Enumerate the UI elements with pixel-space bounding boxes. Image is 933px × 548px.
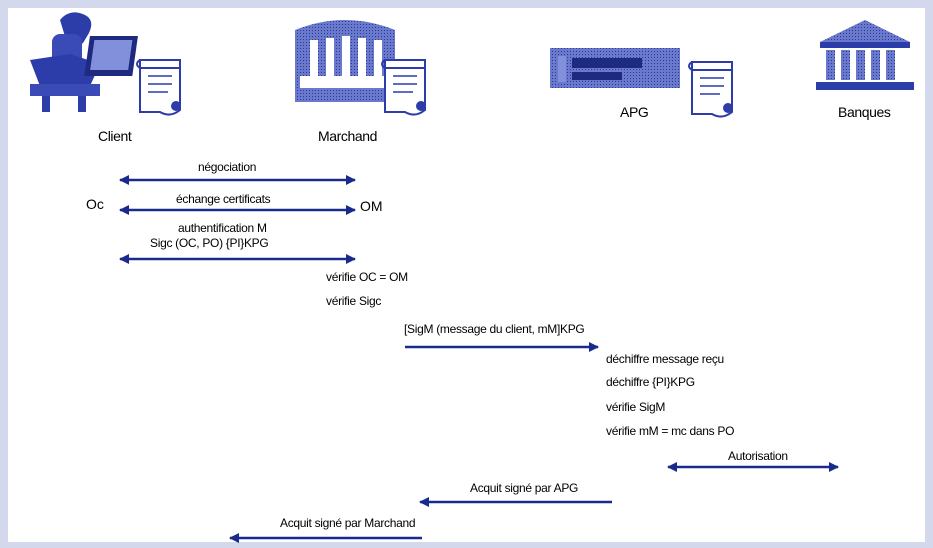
actor-client-label: Client xyxy=(98,128,131,144)
label-acquit-apg: Acquit signé par APG xyxy=(470,481,578,495)
symbol-om: OM xyxy=(360,198,383,214)
label-to-apg: [SigM (message du client, mM]KPG xyxy=(404,322,584,336)
actor-apg-label: APG xyxy=(620,104,648,120)
note-apg-4: vérifie mM = mc dans PO xyxy=(606,424,734,438)
actor-marchand-label: Marchand xyxy=(318,128,377,144)
apg-server-icon xyxy=(550,48,680,88)
marchand-building-icon xyxy=(295,20,395,102)
banques-temple-icon xyxy=(816,20,914,90)
label-signature: Sigc (OC, PO) {PI}KPG xyxy=(150,236,268,250)
note-apg-3: vérifie SigM xyxy=(606,400,665,414)
label-negociation: négociation xyxy=(198,160,256,174)
label-authentification: authentification M xyxy=(178,221,267,235)
client-scroll-icon xyxy=(137,60,181,115)
marchand-scroll-icon xyxy=(382,60,426,115)
note-apg-1: déchiffre message reçu xyxy=(606,352,724,366)
label-autorisation: Autorisation xyxy=(728,449,788,463)
symbol-oc: Oc xyxy=(86,196,104,212)
note-apg-2: déchiffre {PI}KPG xyxy=(606,375,695,389)
apg-scroll-icon xyxy=(689,62,733,117)
actor-banques-label: Banques xyxy=(838,104,890,120)
client-computer-icon xyxy=(30,12,138,112)
label-echange: échange certificats xyxy=(176,192,270,206)
label-acquit-marchand: Acquit signé par Marchand xyxy=(280,516,415,530)
note-verifie-sig: vérifie Sigc xyxy=(326,294,381,308)
note-verifie-o: vérifie OC = OM xyxy=(326,270,408,284)
